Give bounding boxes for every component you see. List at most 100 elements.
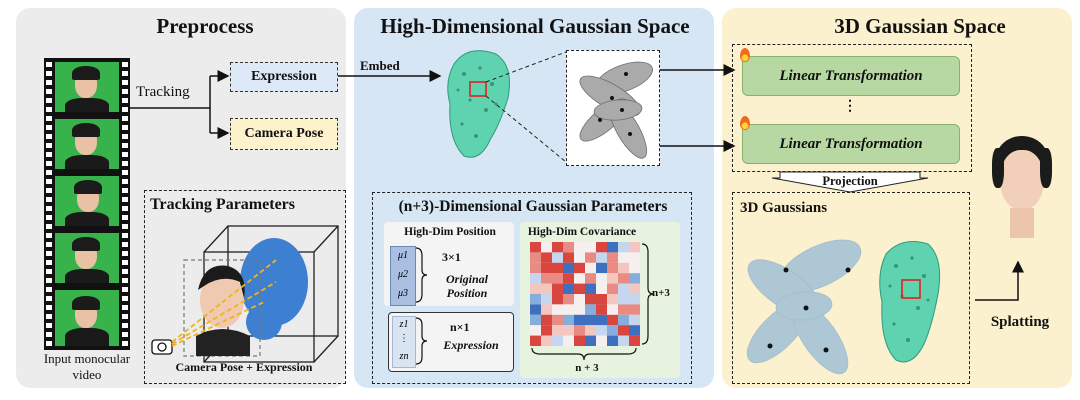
covariance-cell [629, 335, 640, 346]
covariance-cell [574, 283, 585, 294]
covariance-cell [618, 283, 629, 294]
covariance-cell [530, 325, 541, 336]
camera-pose-box: Camera Pose [230, 118, 338, 150]
covariance-cell [552, 314, 563, 326]
covariance-cell [563, 242, 574, 253]
3d-gaussians-box [732, 192, 970, 384]
video-frame [55, 290, 119, 346]
covariance-braces [531, 243, 655, 361]
z-1: z1 [399, 319, 409, 330]
tracking-label: Tracking [136, 84, 190, 100]
position-dim: 3×1 [442, 250, 461, 264]
covariance-cell [618, 304, 629, 315]
covariance-cell [574, 252, 585, 263]
covariance-cell [541, 262, 552, 274]
expression-vector-label: Expression [443, 338, 499, 352]
high-dim-covariance-header: High-Dim Covariance [527, 226, 637, 238]
position-brace [415, 247, 428, 303]
covariance-cell [552, 242, 563, 253]
mu-2: μ2 [397, 269, 409, 280]
covariance-cell [563, 252, 574, 263]
covariance-cell [574, 314, 585, 326]
covariance-cell [585, 325, 596, 336]
covariance-cell [618, 325, 629, 336]
high-dim-position-header: High-Dim Position [404, 226, 496, 238]
covariance-bottom-label: n + 3 [575, 362, 599, 374]
covariance-cell [629, 262, 640, 274]
covariance-cell [563, 262, 574, 274]
covariance-cell [541, 242, 552, 253]
film-strip [44, 58, 130, 350]
tracking-parameters-title: Tracking Parameters [150, 196, 295, 213]
camera-pose-expression-caption: Camera Pose + Expression [175, 360, 313, 374]
linear-dots: ⋮ [843, 99, 857, 114]
covariance-cell [563, 335, 574, 346]
covariance-cell [629, 314, 640, 326]
covariance-cell [596, 294, 607, 305]
projection-label: Projection [822, 174, 878, 188]
covariance-cell [552, 273, 563, 284]
covariance-cell [541, 273, 552, 284]
covariance-cell [541, 335, 552, 346]
covariance-cell [629, 283, 640, 294]
covariance-cell [629, 325, 640, 336]
covariance-cell [618, 273, 629, 284]
covariance-cell [530, 314, 541, 326]
covariance-cell [607, 325, 618, 336]
covariance-cell [530, 252, 541, 263]
blue-gaussians [746, 239, 862, 375]
covariance-cell [596, 304, 607, 315]
covariance-cell [596, 335, 607, 346]
covariance-cell [629, 294, 640, 305]
preprocess-title: Preprocess [156, 14, 254, 38]
video-frame [55, 119, 119, 169]
mu-3: μ3 [397, 288, 409, 299]
covariance-cell [618, 262, 629, 274]
covariance-cell [607, 242, 618, 253]
fire-icon [740, 48, 750, 62]
fire-icon [740, 116, 750, 130]
covariance-cell [574, 262, 585, 274]
covariance-cell [596, 273, 607, 284]
gray-gaussians [579, 61, 653, 159]
gaussian-parameters-title: (n+3)-Dimensional Gaussian Parameters [398, 198, 668, 215]
3d-gaussian-title: 3D Gaussian Space [834, 14, 1006, 38]
rendered-head [980, 130, 1064, 254]
covariance-cell [607, 273, 618, 284]
covariance-cell [530, 283, 541, 294]
tracking-parameters-box [144, 190, 346, 384]
covariance-cell [530, 273, 541, 284]
z-vector: z1 ⋮ zn [392, 316, 416, 368]
original-position-label: Original Position [445, 272, 488, 300]
covariance-cell [552, 304, 563, 315]
covariance-cell [585, 283, 596, 294]
gaussian-mesh-head [447, 50, 510, 158]
covariance-cell [585, 242, 596, 253]
covariance-cell [530, 294, 541, 305]
covariance-cell [607, 314, 618, 326]
covariance-cell [585, 252, 596, 263]
covariance-cell [596, 325, 607, 336]
video-frame [55, 233, 119, 283]
covariance-cell [574, 294, 585, 305]
3d-mesh-head [879, 241, 941, 363]
covariance-cell [585, 273, 596, 284]
covariance-cell [552, 283, 563, 294]
expression-dim: n×1 [450, 320, 470, 334]
covariance-cell [596, 242, 607, 253]
covariance-cell [629, 304, 640, 315]
covariance-cell [585, 314, 596, 326]
covariance-cell [596, 252, 607, 263]
covariance-cell [618, 335, 629, 346]
mu-1: μ1 [397, 250, 409, 261]
covariance-cell [607, 335, 618, 346]
covariance-cell [541, 294, 552, 305]
video-frame [55, 62, 119, 112]
3d-gaussians-title: 3D Gaussians [740, 200, 828, 216]
covariance-cell [530, 335, 541, 346]
covariance-cell [552, 335, 563, 346]
film-perforations-right [122, 58, 128, 350]
projection-arrow [771, 171, 929, 193]
